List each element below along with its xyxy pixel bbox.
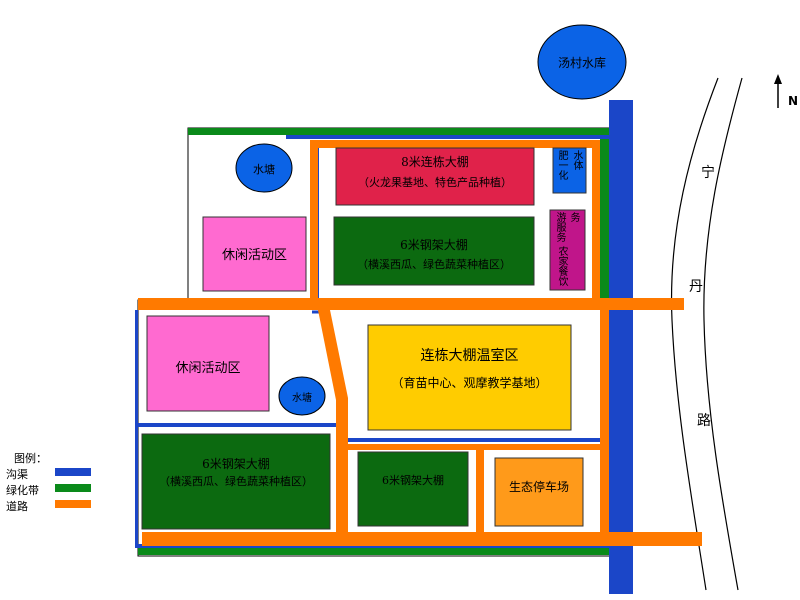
legend-label-road: 道路 — [6, 500, 28, 513]
steel-greenhouse-south-zone — [357, 451, 469, 527]
north-arrow-icon — [774, 74, 782, 108]
greenhouse-center-zone — [367, 324, 572, 431]
steel-greenhouse-south-label: 6米钢架大棚 — [382, 474, 444, 487]
road-east-south — [600, 310, 609, 535]
road-west-edge — [670, 77, 719, 591]
road-name-char-3: 路 — [697, 413, 711, 429]
road-east-edge — [703, 77, 743, 591]
pond-north-label: 水塘 — [253, 163, 275, 176]
steel-greenhouse-southwest-zone — [141, 433, 331, 530]
fertilizer-zone — [552, 147, 587, 194]
road-south — [142, 532, 702, 546]
green-belt-north — [188, 128, 612, 135]
leisure-north-zone — [202, 216, 307, 292]
reservoir — [537, 24, 627, 100]
reservoir-label: 汤村水库 — [557, 56, 606, 70]
green-belt-south — [138, 548, 612, 555]
greenhouse-center-title: 连栋大棚温室区 — [420, 348, 519, 364]
service-label-col1: 游服务 — [554, 212, 565, 242]
canal-west-edge — [135, 310, 138, 548]
service-zone — [549, 209, 586, 291]
road-south-divider — [476, 450, 484, 538]
parking-zone — [494, 457, 584, 527]
road-main-horizontal — [138, 298, 684, 310]
road-north-inner — [318, 140, 600, 148]
greenhouse-8m-subtitle: （火龙果基地、特色产品种植） — [358, 176, 512, 189]
greenhouse-center-subtitle: （育苗中心、观摩教学基地） — [391, 376, 548, 390]
road-name-char-1: 宁 — [701, 165, 715, 181]
road-north-east — [592, 140, 600, 300]
leisure-north-label: 休闲活动区 — [221, 248, 287, 263]
pond-north — [235, 143, 293, 193]
legend-swatch-canal — [55, 468, 91, 476]
pond-south — [278, 376, 326, 416]
steel-greenhouse-southwest-subtitle: （横溪西瓜、绿色蔬菜种植区） — [159, 475, 313, 488]
road-north-west — [310, 140, 318, 300]
fertilizer-label-right: 水体 — [571, 150, 582, 170]
leisure-south-zone — [146, 315, 270, 412]
steel-greenhouse-north-zone — [333, 216, 535, 286]
parking-label: 生态停车场 — [508, 480, 569, 494]
canal-west-mid — [138, 423, 338, 427]
canal-north — [286, 135, 609, 139]
steel-greenhouse-north-title: 6米钢架大棚 — [400, 238, 468, 252]
canal-east-main — [609, 100, 633, 594]
leisure-south-label: 休闲活动区 — [175, 361, 241, 376]
canal-mid — [340, 438, 612, 442]
greenhouse-8m-title: 8米连栋大棚 — [401, 155, 469, 169]
steel-greenhouse-southwest-title: 6米钢架大棚 — [202, 457, 270, 471]
steel-greenhouse-north-subtitle: （横溪西瓜、绿色蔬菜种植区） — [357, 258, 511, 271]
road-south-inner-h — [348, 444, 600, 450]
legend-label-canal: 沟渠 — [6, 468, 28, 481]
road-name-char-2: 丹 — [689, 279, 703, 295]
legend-title: 图例： — [14, 452, 47, 465]
greenhouse-8m-zone — [335, 147, 535, 206]
service-label-col3: 农家餐饮 — [556, 246, 567, 286]
fertilizer-label-left: 肥一化 — [556, 150, 567, 180]
legend-swatch-road — [55, 500, 91, 508]
legend-label-green-belt: 绿化带 — [6, 484, 39, 497]
north-label: N — [787, 94, 799, 108]
service-label-col2: 务 — [568, 212, 579, 222]
road-diagonal — [318, 310, 348, 540]
pond-south-label: 水塘 — [292, 393, 312, 404]
legend-swatch-green-belt — [55, 484, 91, 492]
